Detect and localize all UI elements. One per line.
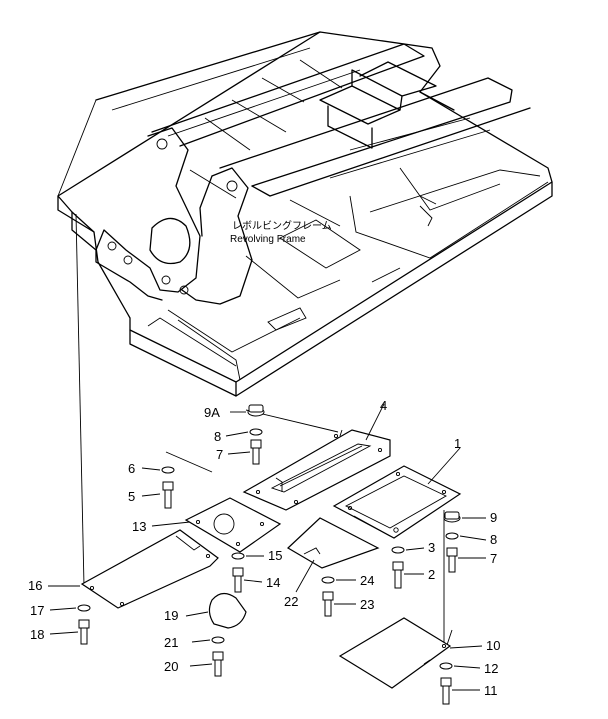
callout-11: 11 [484,683,498,698]
callout-6: 6 [128,461,135,476]
callout-20: 20 [164,659,178,674]
cover-plate-16 [80,529,219,609]
callout-17: 17 [30,603,44,618]
cover-plate-4 [242,429,391,511]
callout-16: 16 [28,578,42,593]
callout-9a: 9A [204,405,220,420]
callout-5: 5 [128,489,135,504]
revolving-frame: レボルビングフレーム Revolving Frame [57,31,553,397]
callout-9: 9 [490,510,497,525]
cover-plate-22 [287,517,380,569]
frame-label-english: Revolving Frame [230,234,306,245]
callout-23: 23 [360,597,374,612]
callout-numbers: 9A 8 7 4 1 6 5 13 9 8 7 3 2 15 14 24 23 … [28,398,500,698]
callout-8: 8 [490,532,497,547]
callout-4: 4 [380,398,387,413]
callout-21: 21 [164,635,178,650]
callout-18: 18 [30,627,44,642]
frame-label-japanese: レボルビングフレーム [232,219,332,232]
callout-3: 3 [428,540,435,555]
callout-24: 24 [360,573,374,588]
callout-12: 12 [484,661,498,676]
hardware [77,404,461,705]
cover-plate-1 [332,465,462,539]
callout-7: 7 [490,551,497,566]
callout-10: 10 [486,638,500,653]
callout-13: 13 [132,519,146,534]
callout-15: 15 [268,548,282,563]
callout-1: 1 [454,436,461,451]
callout-22: 22 [284,594,298,609]
callout-7: 7 [216,447,223,462]
callout-2: 2 [428,567,435,582]
cover-plate-13 [184,497,282,553]
callout-8: 8 [214,429,221,444]
callout-14: 14 [266,575,280,590]
cover-plate-10 [338,617,452,689]
callout-19: 19 [164,608,178,623]
leader-lines [48,403,487,691]
cover-plate-19 [208,592,247,629]
